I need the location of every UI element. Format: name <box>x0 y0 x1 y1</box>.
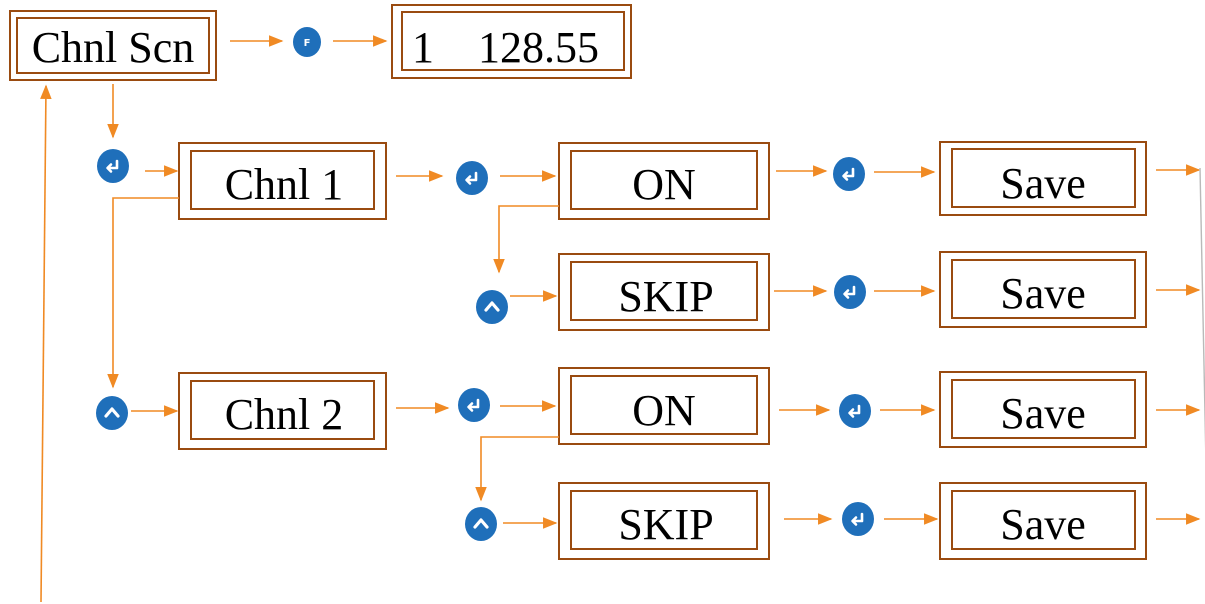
node-skip-2-label: SKIP <box>618 500 713 549</box>
function-key-icon: F <box>293 27 321 57</box>
node-save-skip-2-label: Save <box>1000 500 1086 549</box>
node-chnl-scn: Chnl Scn <box>9 10 217 81</box>
arrow-on1-to-up <box>493 205 559 274</box>
node-on-2: ON <box>558 367 770 445</box>
enter-key-icon <box>834 275 866 309</box>
node-skip-2: SKIP <box>558 482 770 560</box>
up-arrow-key-icon <box>465 507 497 541</box>
display-readout-label: 1 128.55 <box>412 23 599 72</box>
node-display-readout: 1 128.55 <box>391 4 632 79</box>
up-arrow-key-icon <box>476 290 508 324</box>
node-save-on-1: Save <box>939 141 1147 216</box>
node-chnl-1: Chnl 1 <box>178 142 387 220</box>
up-arrow-key-icon <box>96 396 128 430</box>
enter-key-icon <box>458 388 490 422</box>
arrow-chnl1-to-up <box>107 197 179 389</box>
node-on-1: ON <box>558 142 770 220</box>
arrow-on2-to-up <box>475 436 559 502</box>
arrow-return-to-scn <box>40 84 52 603</box>
enter-key-icon <box>839 394 871 428</box>
node-save-skip-2: Save <box>939 482 1147 560</box>
node-save-skip-1: Save <box>939 251 1147 328</box>
node-chnl-scn-label: Chnl Scn <box>32 23 195 72</box>
connectors <box>40 35 1205 603</box>
enter-key-icon <box>97 149 129 183</box>
node-save-on-2-label: Save <box>1000 389 1086 438</box>
node-save-on-1-label: Save <box>1000 159 1086 208</box>
node-save-on-2: Save <box>939 371 1147 448</box>
enter-key-icon <box>833 157 865 191</box>
svg-text:F: F <box>304 38 311 49</box>
enter-key-icon <box>456 161 488 195</box>
node-skip-1: SKIP <box>558 253 770 331</box>
enter-key-icon <box>842 502 874 536</box>
node-chnl-1-label: Chnl 1 <box>225 160 344 209</box>
node-on-1-label: ON <box>632 160 696 209</box>
right-return-rail <box>1199 167 1205 450</box>
node-chnl-2: Chnl 2 <box>178 372 387 450</box>
node-save-skip-1-label: Save <box>1000 269 1086 318</box>
node-on-2-label: ON <box>632 386 696 435</box>
node-chnl-2-label: Chnl 2 <box>225 390 344 439</box>
node-skip-1-label: SKIP <box>618 272 713 321</box>
